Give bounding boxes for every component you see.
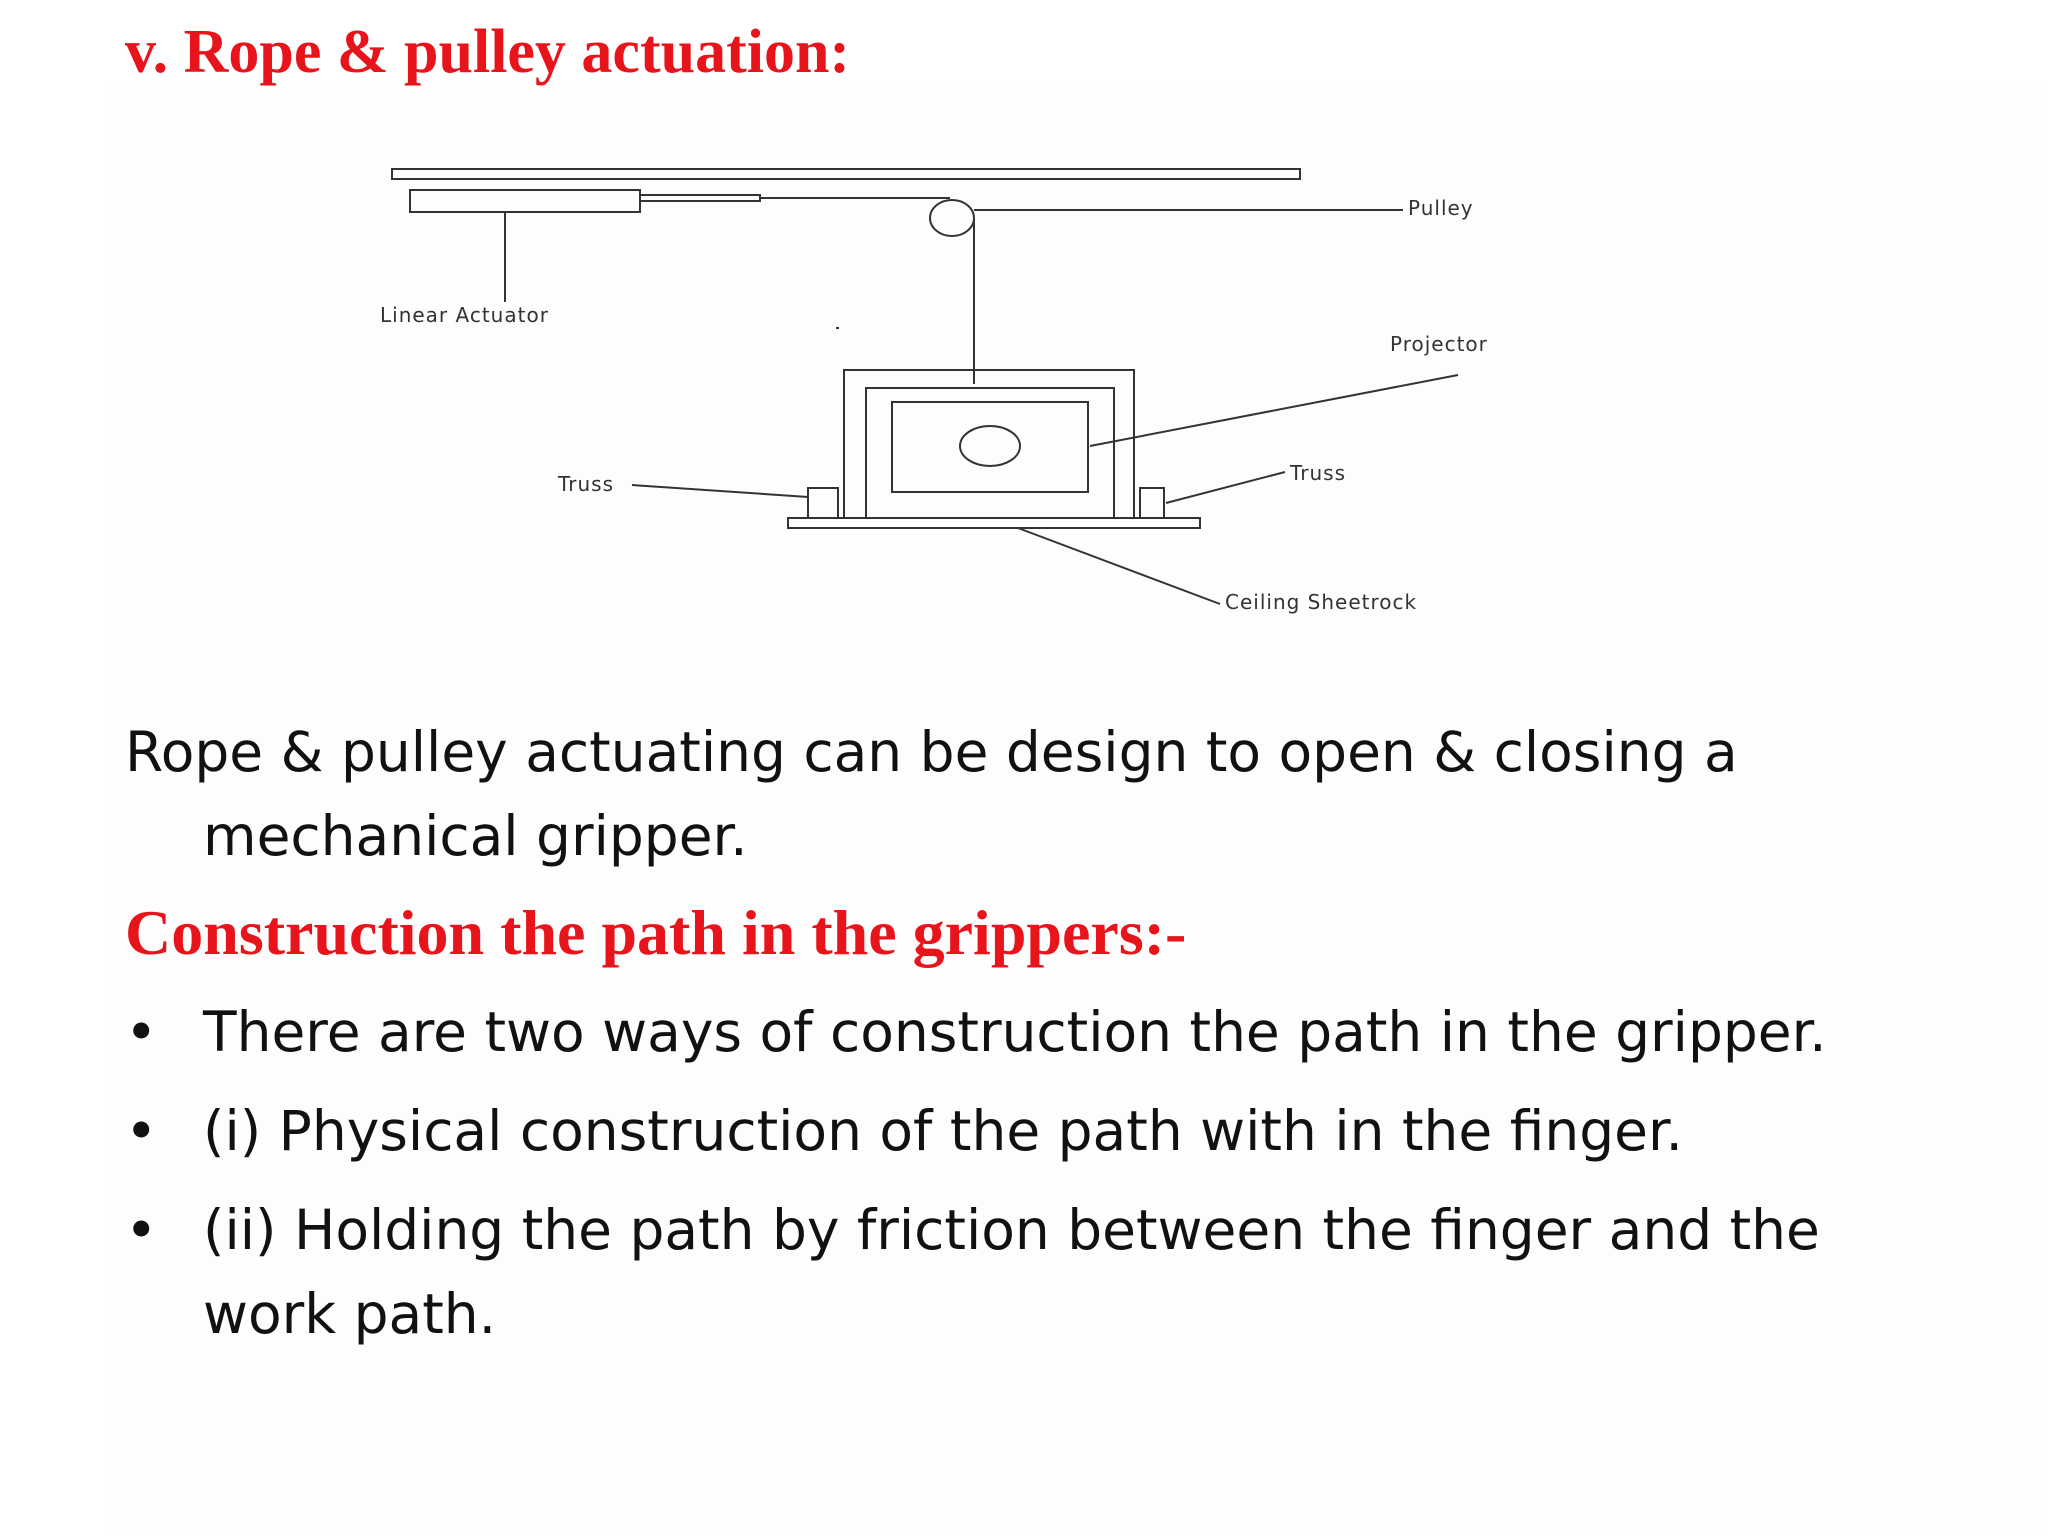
truss-left-label: Truss <box>557 472 614 496</box>
bullet-item: • There are two ways of construction the… <box>125 990 1945 1074</box>
ceiling-leader <box>1017 527 1221 605</box>
top-rail <box>391 168 1301 180</box>
actuator-rod <box>639 194 761 202</box>
projector-housing-outer <box>843 369 1135 519</box>
truss-right-label: Truss <box>1289 461 1346 485</box>
projector-leader <box>1089 374 1459 447</box>
bullet-item: • (i) Physical construction of the path … <box>125 1089 1945 1173</box>
bullet-text: (i) Physical construction of the path wi… <box>203 1099 1684 1163</box>
slide-title: v. Rope & pulley actuation: <box>125 18 851 86</box>
rope-pulley-diagram: Pulley Linear Actuator Projector Truss T… <box>380 168 1488 614</box>
intro-paragraph: Rope & pulley actuating can be design to… <box>125 710 1945 878</box>
ceiling-sheetrock <box>787 517 1201 529</box>
truss-right-leader <box>1165 471 1286 504</box>
pulley-wheel <box>929 199 975 237</box>
section-subheading: Construction the path in the grippers:- <box>125 897 1187 968</box>
slide-background <box>110 80 2048 1536</box>
projector-label: Projector <box>1390 332 1488 356</box>
truss-left-block <box>807 487 839 519</box>
linear-actuator-label: Linear Actuator <box>380 303 549 327</box>
bullet-list: • There are two ways of construction the… <box>125 990 1945 1371</box>
pulley-label: Pulley <box>1408 196 1474 220</box>
projector-body <box>891 401 1089 493</box>
ceiling-sheetrock-label: Ceiling Sheetrock <box>1225 590 1417 614</box>
intro-line-1: Rope & pulley actuating can be design to… <box>125 720 1738 784</box>
projector-lens <box>959 425 1021 467</box>
bullet-dot-icon: • <box>125 1000 158 1064</box>
bullet-dot-icon: • <box>125 1099 158 1163</box>
bullet-text: (ii) Holding the path by friction betwee… <box>203 1198 1820 1346</box>
bullet-item: • (ii) Holding the path by friction betw… <box>125 1188 1945 1356</box>
projector-housing-inner <box>865 387 1115 519</box>
linear-actuator-body <box>409 189 641 213</box>
truss-right-block <box>1139 487 1165 519</box>
truss-left-leader <box>631 484 809 498</box>
bullet-text: There are two ways of construction the p… <box>203 1000 1827 1064</box>
intro-line-2: mechanical gripper. <box>203 804 748 868</box>
bullet-dot-icon: • <box>125 1198 158 1262</box>
